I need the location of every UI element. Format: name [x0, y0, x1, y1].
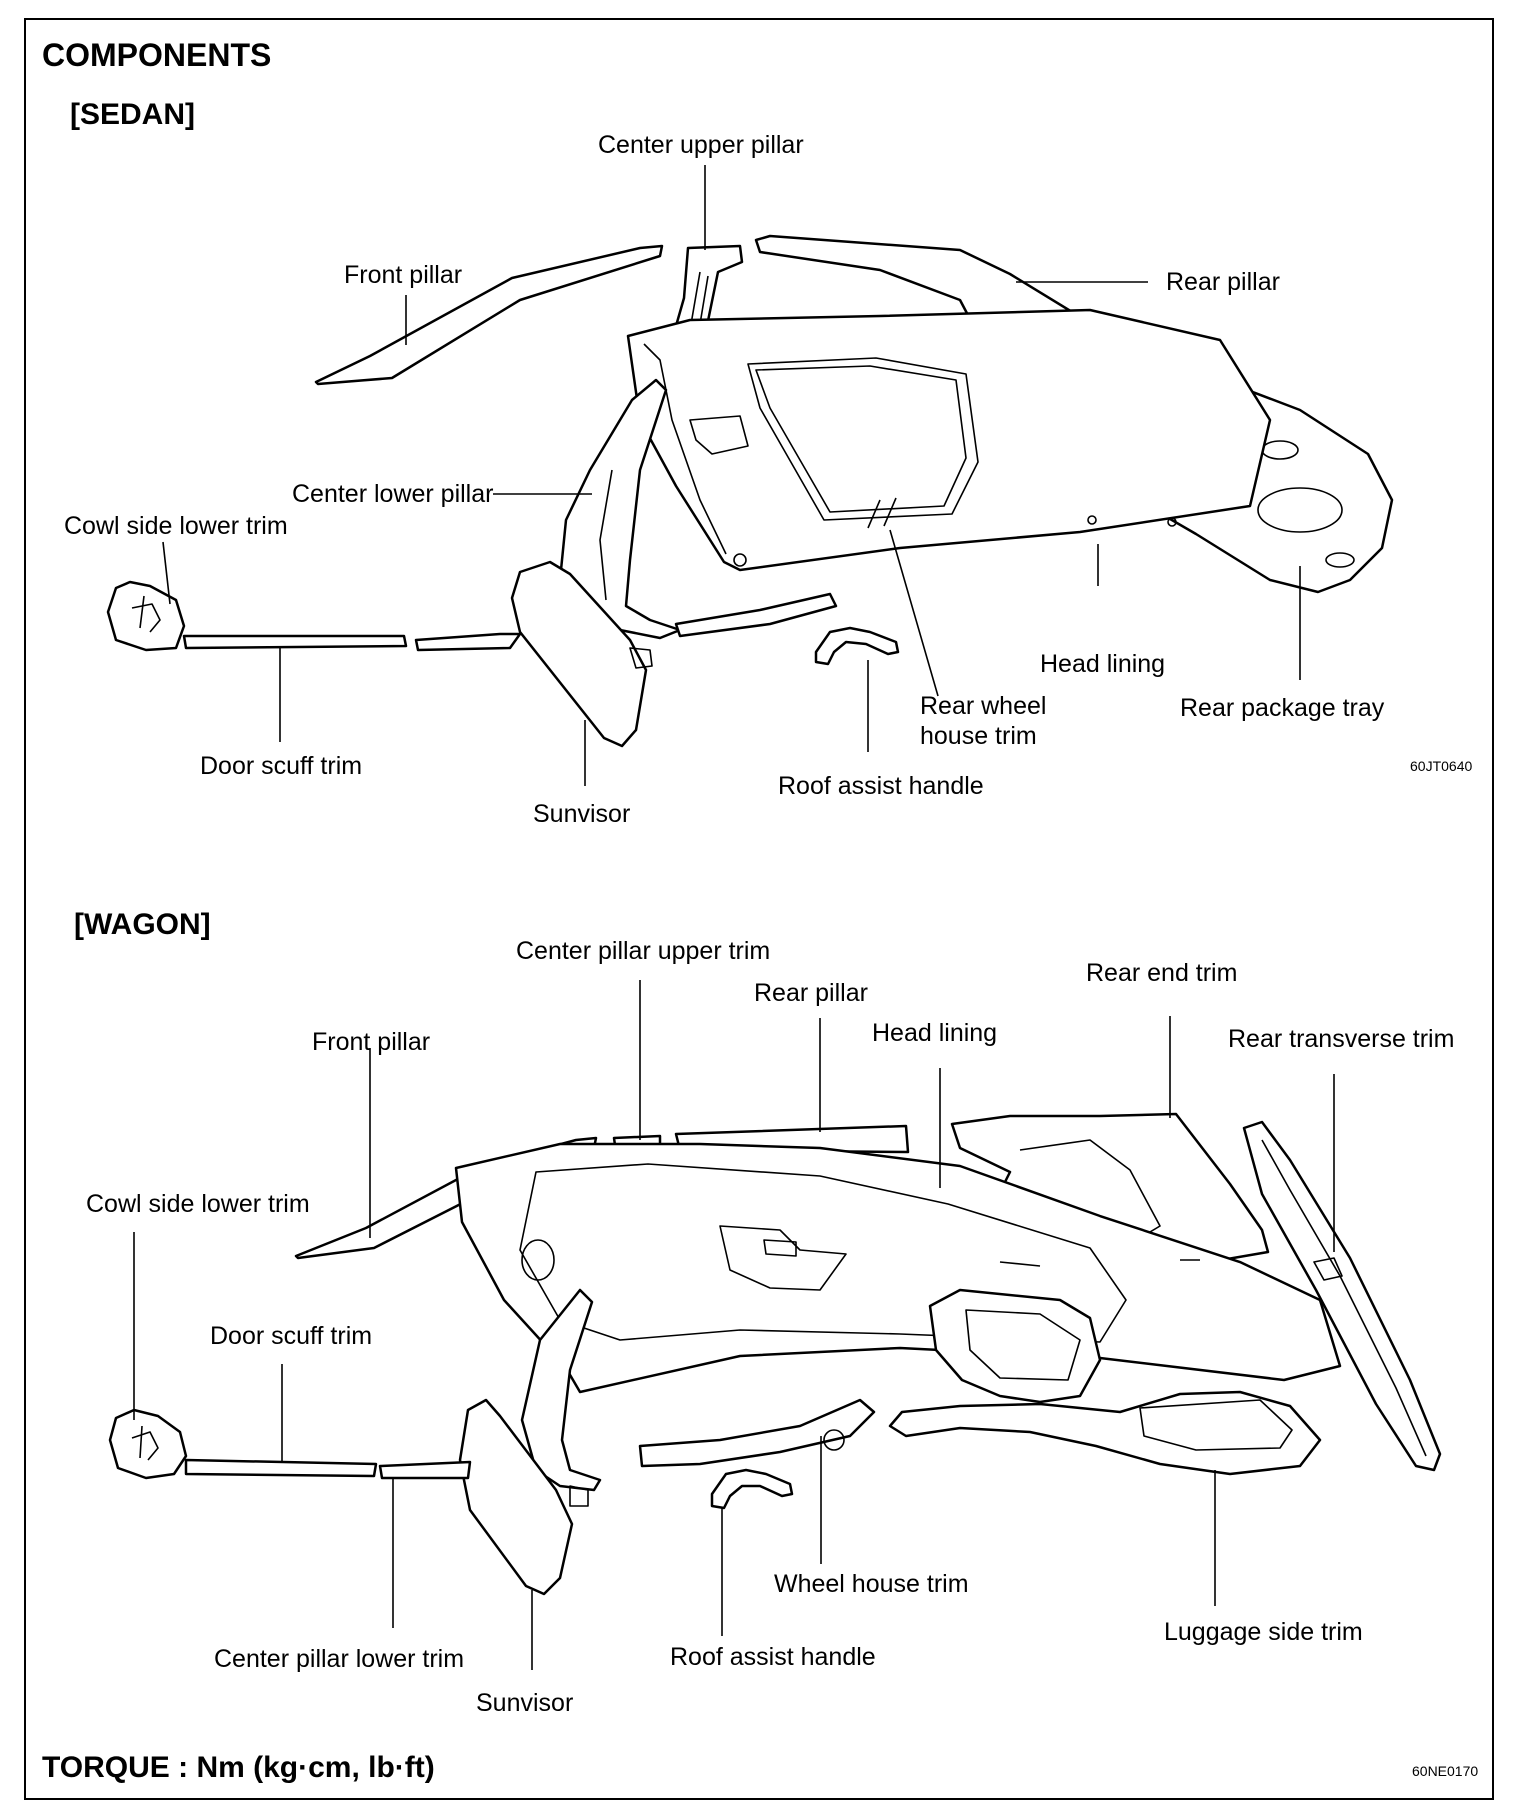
- sedan-heading: [SEDAN]: [70, 98, 195, 131]
- sedan-head-lining-part: [626, 308, 1272, 572]
- sedan-label-rear-package-tray: Rear package tray: [1180, 694, 1385, 722]
- sedan-door-scuff-trim-part: [182, 634, 408, 650]
- sedan-sunvisor-part: [510, 560, 648, 748]
- wagon-luggage-side-trim-part: [888, 1390, 1322, 1476]
- wagon-label-rear-pillar: Rear pillar: [754, 979, 868, 1007]
- sedan-label-rear-wheel-house-trim-line2: house trim: [920, 722, 1037, 750]
- sedan-label-rear-pillar: Rear pillar: [1166, 268, 1280, 296]
- sedan-cowl-side-lower-trim-part: [106, 580, 186, 652]
- sedan-leader-lines: [162, 165, 1301, 786]
- sedan-rear-wheel-house-trim-part: [674, 592, 838, 638]
- wagon-cowl-side-lower-trim-part: [108, 1408, 188, 1480]
- wagon-label-center-pillar-lower-trim: Center pillar lower trim: [214, 1645, 464, 1673]
- wagon-heading: [WAGON]: [74, 908, 211, 941]
- diagram-frame: [24, 18, 1494, 1800]
- wagon-label-rear-transverse-trim: Rear transverse trim: [1228, 1025, 1454, 1053]
- wagon-label-wheel-house-trim: Wheel house trim: [774, 1570, 969, 1598]
- wagon-sunvisor-part: [458, 1398, 574, 1596]
- wagon-roof-assist-handle-part: [710, 1468, 794, 1510]
- sedan-label-center-upper-pillar: Center upper pillar: [598, 131, 804, 159]
- sedan-roof-assist-handle-part: [814, 626, 900, 666]
- sedan-label-sunvisor: Sunvisor: [533, 800, 630, 828]
- wagon-lower-rocker-part: [638, 1398, 876, 1468]
- wagon-label-cowl-side-lower-trim: Cowl side lower trim: [86, 1190, 310, 1218]
- wagon-illustration: [108, 1112, 1442, 1596]
- sedan-label-center-lower-pillar: Center lower pillar: [292, 480, 493, 508]
- wagon-label-rear-end-trim: Rear end trim: [1086, 959, 1237, 987]
- sedan-front-pillar-part: [314, 244, 664, 386]
- wagon-door-scuff-trim-rear-part: [378, 1460, 472, 1480]
- wagon-figure-code: 60NE0170: [1412, 1763, 1478, 1779]
- wagon-label-head-lining: Head lining: [872, 1019, 997, 1047]
- torque-note: TORQUE : Nm (kg·cm, lb·ft): [42, 1751, 435, 1784]
- sedan-illustration: [106, 234, 1394, 748]
- sedan-label-cowl-side-lower-trim: Cowl side lower trim: [64, 512, 288, 540]
- sedan-label-door-scuff-trim: Door scuff trim: [200, 752, 362, 780]
- sedan-door-scuff-trim-rear-part: [414, 632, 522, 652]
- sedan-label-rear-wheel-house-trim-line1: Rear wheel: [920, 692, 1046, 720]
- wagon-door-scuff-trim-part: [184, 1458, 378, 1478]
- wagon-label-front-pillar: Front pillar: [312, 1028, 430, 1056]
- wagon-wheel-house-trim-part: [928, 1288, 1102, 1404]
- sedan-figure-code: 60JT0640: [1410, 758, 1472, 774]
- wagon-label-roof-assist-handle: Roof assist handle: [670, 1643, 876, 1671]
- sedan-label-head-lining: Head lining: [1040, 650, 1165, 678]
- sedan-label-front-pillar: Front pillar: [344, 261, 462, 289]
- wagon-leader-lines: [133, 980, 1335, 1670]
- wagon-label-center-pillar-upper-trim: Center pillar upper trim: [516, 937, 770, 965]
- wagon-label-door-scuff-trim: Door scuff trim: [210, 1322, 372, 1350]
- wagon-rear-transverse-trim-part: [1242, 1120, 1442, 1472]
- wagon-label-sunvisor: Sunvisor: [476, 1689, 573, 1717]
- wagon-label-luggage-side-trim: Luggage side trim: [1164, 1618, 1363, 1646]
- page-title: COMPONENTS: [42, 37, 271, 73]
- sedan-label-roof-assist-handle: Roof assist handle: [778, 772, 984, 800]
